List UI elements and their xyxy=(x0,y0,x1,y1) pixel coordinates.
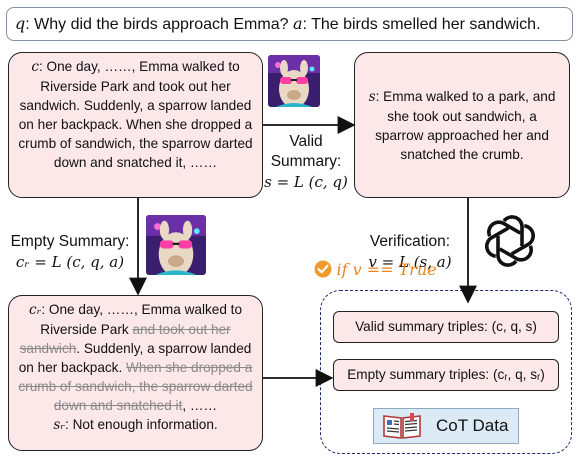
valid-label-line1: Valid xyxy=(289,133,323,150)
llama-image xyxy=(146,215,206,275)
question-bar: q: Why did the birds approach Emma? a: T… xyxy=(6,7,573,41)
empty-label-formula: cᵣ = L (c, q, a) xyxy=(15,253,125,271)
reduced-kept-3: , …… xyxy=(182,398,218,413)
reduced-context-symbol: cᵣ xyxy=(28,302,42,318)
reduced-struck-2: When she dropped a crumb of sandwich, th… xyxy=(18,360,253,413)
reduced-struck-1: and took out her sandwich xyxy=(19,322,231,356)
llama-image xyxy=(268,55,320,107)
context-symbol: c xyxy=(31,59,39,75)
summary-text: : Emma walked to a park, and she took ou… xyxy=(375,89,556,162)
valid-label-formula: s = L (c, q) xyxy=(264,173,348,191)
verification-line1: Verification: xyxy=(369,233,451,250)
reduced-context-box: cᵣ: One day, ……, Emma walked to Riversid… xyxy=(8,295,263,451)
valid-label-line2: Summary: xyxy=(270,153,342,170)
context-text: : One day, ……, Emma walked to Riverside … xyxy=(18,59,253,170)
book-icon xyxy=(383,413,421,439)
a-symbol: a xyxy=(292,14,303,33)
valid-triples-box: Valid summary triples: (c, q, s) xyxy=(333,311,559,343)
q-symbol: q xyxy=(15,14,26,33)
summary-symbol: s xyxy=(368,89,376,105)
valid-summary-label: Valid Summary: s = L (c, q) xyxy=(258,132,354,192)
reduced-kept-2: . Suddenly, a sparrow landed on her back… xyxy=(18,341,252,375)
empty-label-line1: Empty Summary: xyxy=(10,233,130,250)
empty-triples-text: Empty summary triples: (cᵣ, q, sᵣ) xyxy=(347,367,545,382)
cot-data-box: CoT Data xyxy=(373,408,519,444)
check-condition: if v == True xyxy=(314,260,437,280)
summary-box: s: Emma walked to a park, and she took o… xyxy=(354,52,570,198)
empty-summary-label: Empty Summary: cᵣ = L (c, q, a) xyxy=(2,232,138,272)
valid-triples-text: Valid summary triples: (c, q, s) xyxy=(355,319,537,334)
verification-label: Verification: v = L (s, a) xyxy=(354,232,466,272)
cot-label: CoT Data xyxy=(436,416,509,435)
not-enough-text: : Not enough information. xyxy=(65,417,218,432)
answer-text: : The birds smelled her sandwich. xyxy=(302,16,541,33)
openai-logo-icon xyxy=(485,215,535,267)
check-text: if v == True xyxy=(336,260,437,279)
check-badge-icon xyxy=(314,260,332,278)
sr-symbol: sᵣ xyxy=(53,417,66,433)
reduced-kept-1: : One day, ……, Emma walked to Riverside … xyxy=(40,302,243,337)
context-box: c: One day, ……, Emma walked to Riverside… xyxy=(8,52,263,198)
question-text: : Why did the birds approach Emma? xyxy=(25,16,293,33)
verification-formula: v = L (s, a) xyxy=(368,253,452,271)
empty-triples-box: Empty summary triples: (cᵣ, q, sᵣ) xyxy=(333,359,559,391)
